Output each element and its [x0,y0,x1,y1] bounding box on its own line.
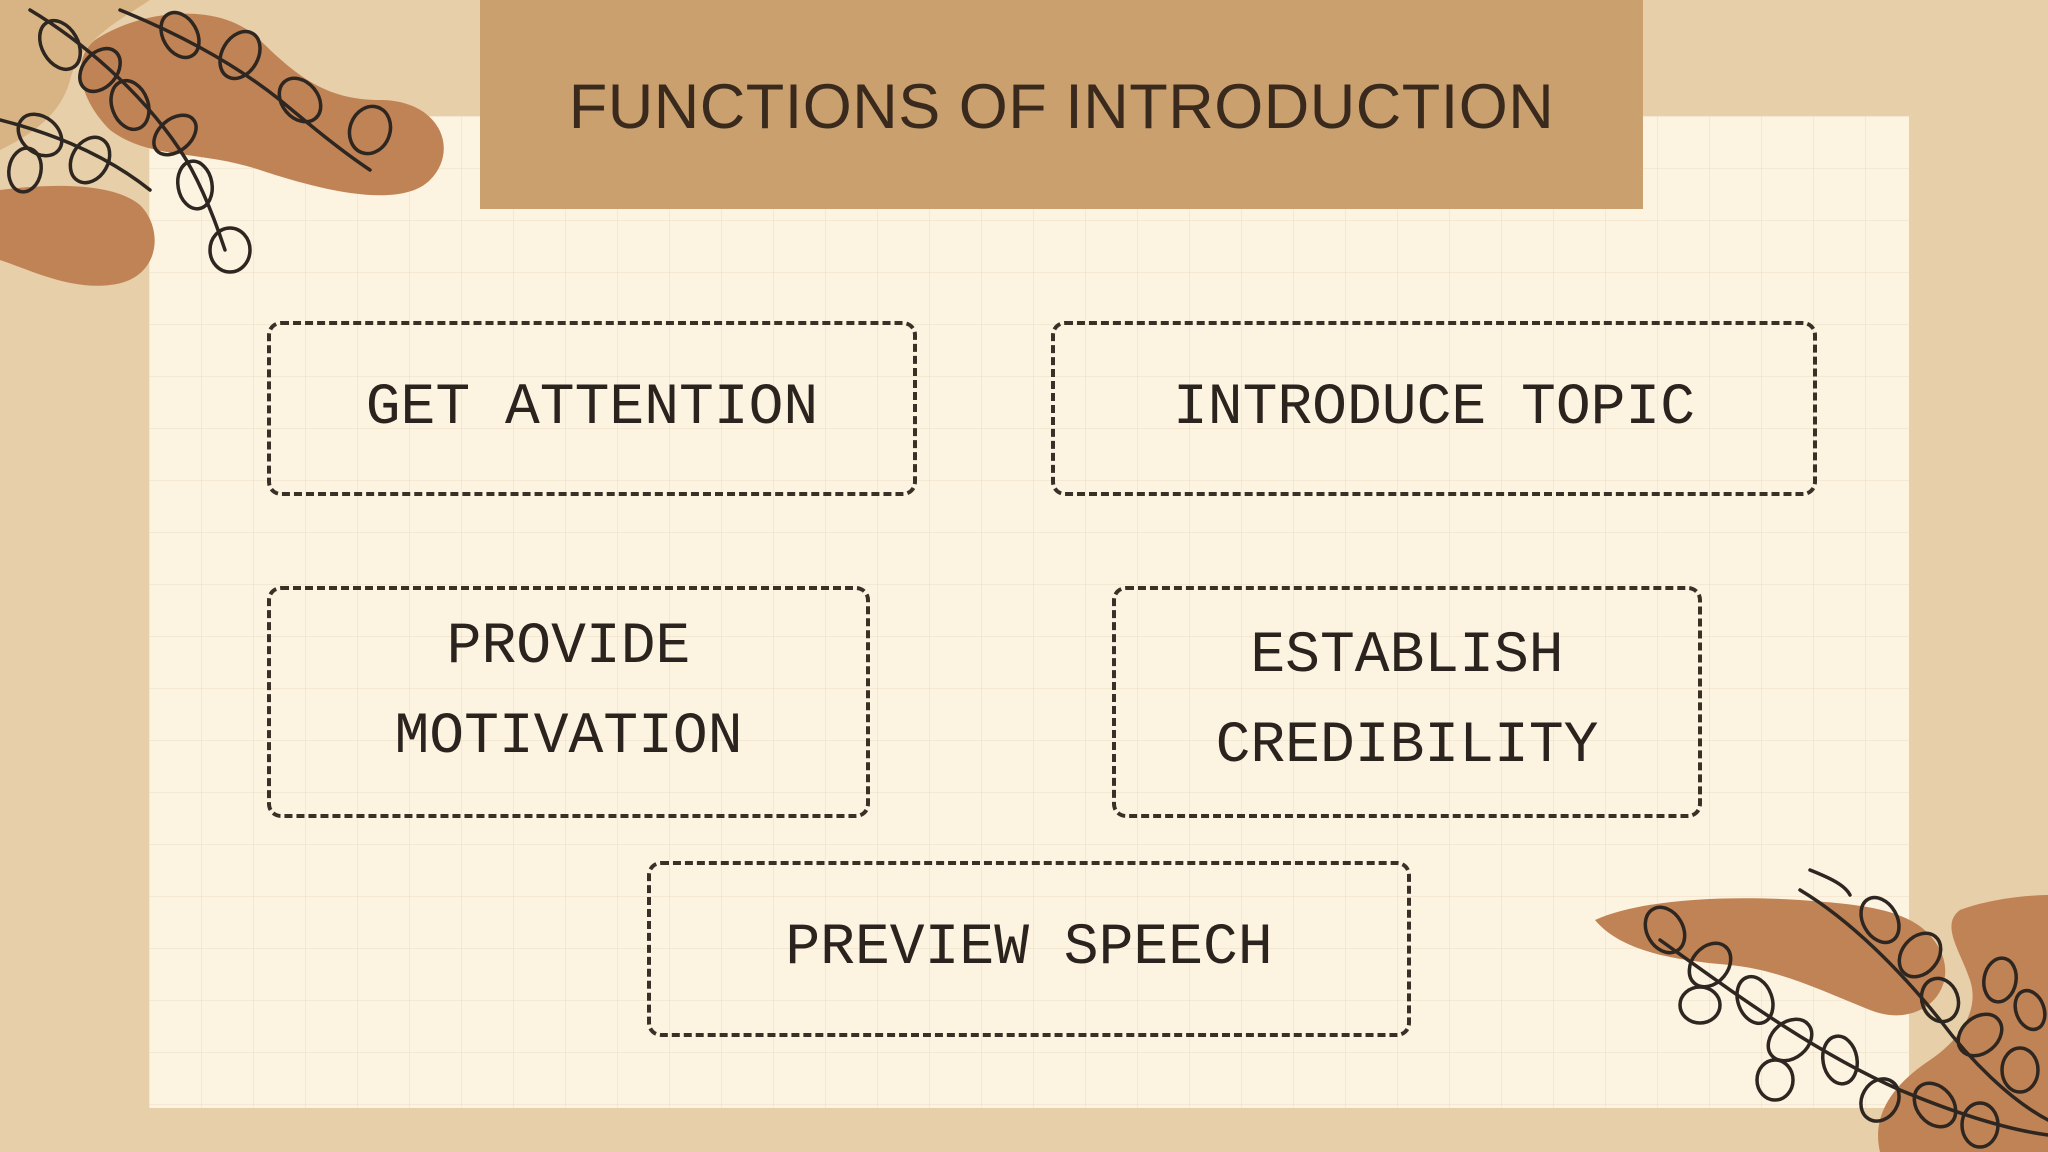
box-label-line1: PREVIEW SPEECH [785,916,1273,982]
box-provide-motivation: PROVIDE MOTIVATION [267,586,870,818]
box-establish-credibility: ESTABLISH CREDIBILITY [1112,586,1702,818]
title-bar: FUNCTIONS OF INTRODUCTION [480,0,1643,209]
box-label-line2: MOTIVATION [394,705,743,770]
box-label: PREVIEW SPEECH [785,904,1272,994]
box-label: PROVIDE MOTIVATION [394,603,742,783]
box-label-line2: CREDIBILITY [1215,714,1599,779]
box-label-line1: INTRODUCE TOPIC [1172,375,1696,441]
box-label: GET ATTENTION [366,364,818,454]
box-preview-speech: PREVIEW SPEECH [647,861,1411,1037]
box-label: INTRODUCE TOPIC [1173,364,1695,454]
slide-title: FUNCTIONS OF INTRODUCTION [568,71,1555,142]
slide-paper [149,116,1909,1108]
box-label: ESTABLISH CREDIBILITY [1216,612,1599,792]
box-introduce-topic: INTRODUCE TOPIC [1051,321,1817,496]
box-label-line1: PROVIDE [446,615,691,681]
box-label-line1: ESTABLISH [1250,624,1564,690]
box-get-attention: GET ATTENTION [267,321,917,496]
box-label-line1: GET ATTENTION [365,375,819,441]
